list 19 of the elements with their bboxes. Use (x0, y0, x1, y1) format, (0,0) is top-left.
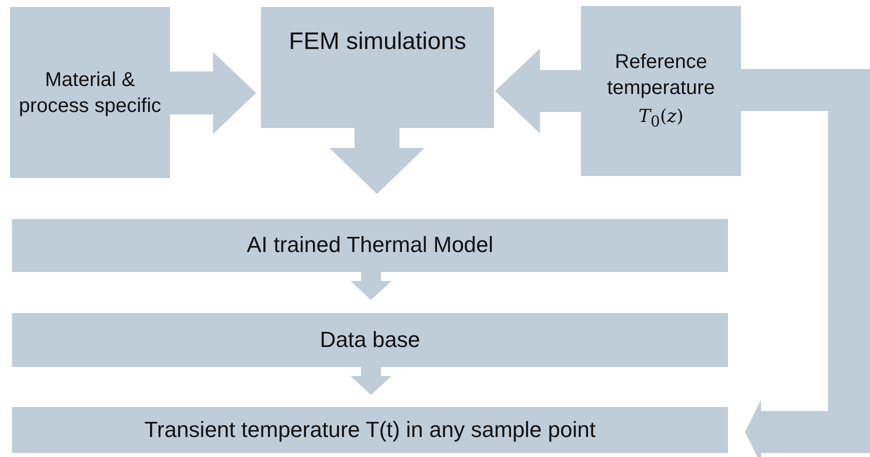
box-label: Transient temperature T(t) in any sample point (144, 416, 596, 444)
block-arrow (741, 69, 870, 457)
process-box (10, 7, 170, 178)
process-box (261, 7, 494, 128)
process-box (581, 6, 741, 176)
box-label: Material & process specific (18, 68, 162, 118)
process-box (12, 407, 728, 453)
block-arrow (350, 367, 392, 395)
process-box (12, 219, 728, 272)
formula-text: T$_{0}$(z) (638, 105, 684, 133)
box-label: Reference temperature (606, 50, 716, 102)
block-arrow (495, 48, 581, 134)
block-arrow (170, 52, 256, 134)
block-arrow (330, 128, 424, 194)
box-label: FEM simulations (288, 26, 466, 57)
box-label: Data base (320, 326, 420, 354)
block-arrow (350, 272, 392, 300)
box-label: AI trained Thermal Model (246, 231, 494, 260)
process-box (12, 313, 728, 367)
